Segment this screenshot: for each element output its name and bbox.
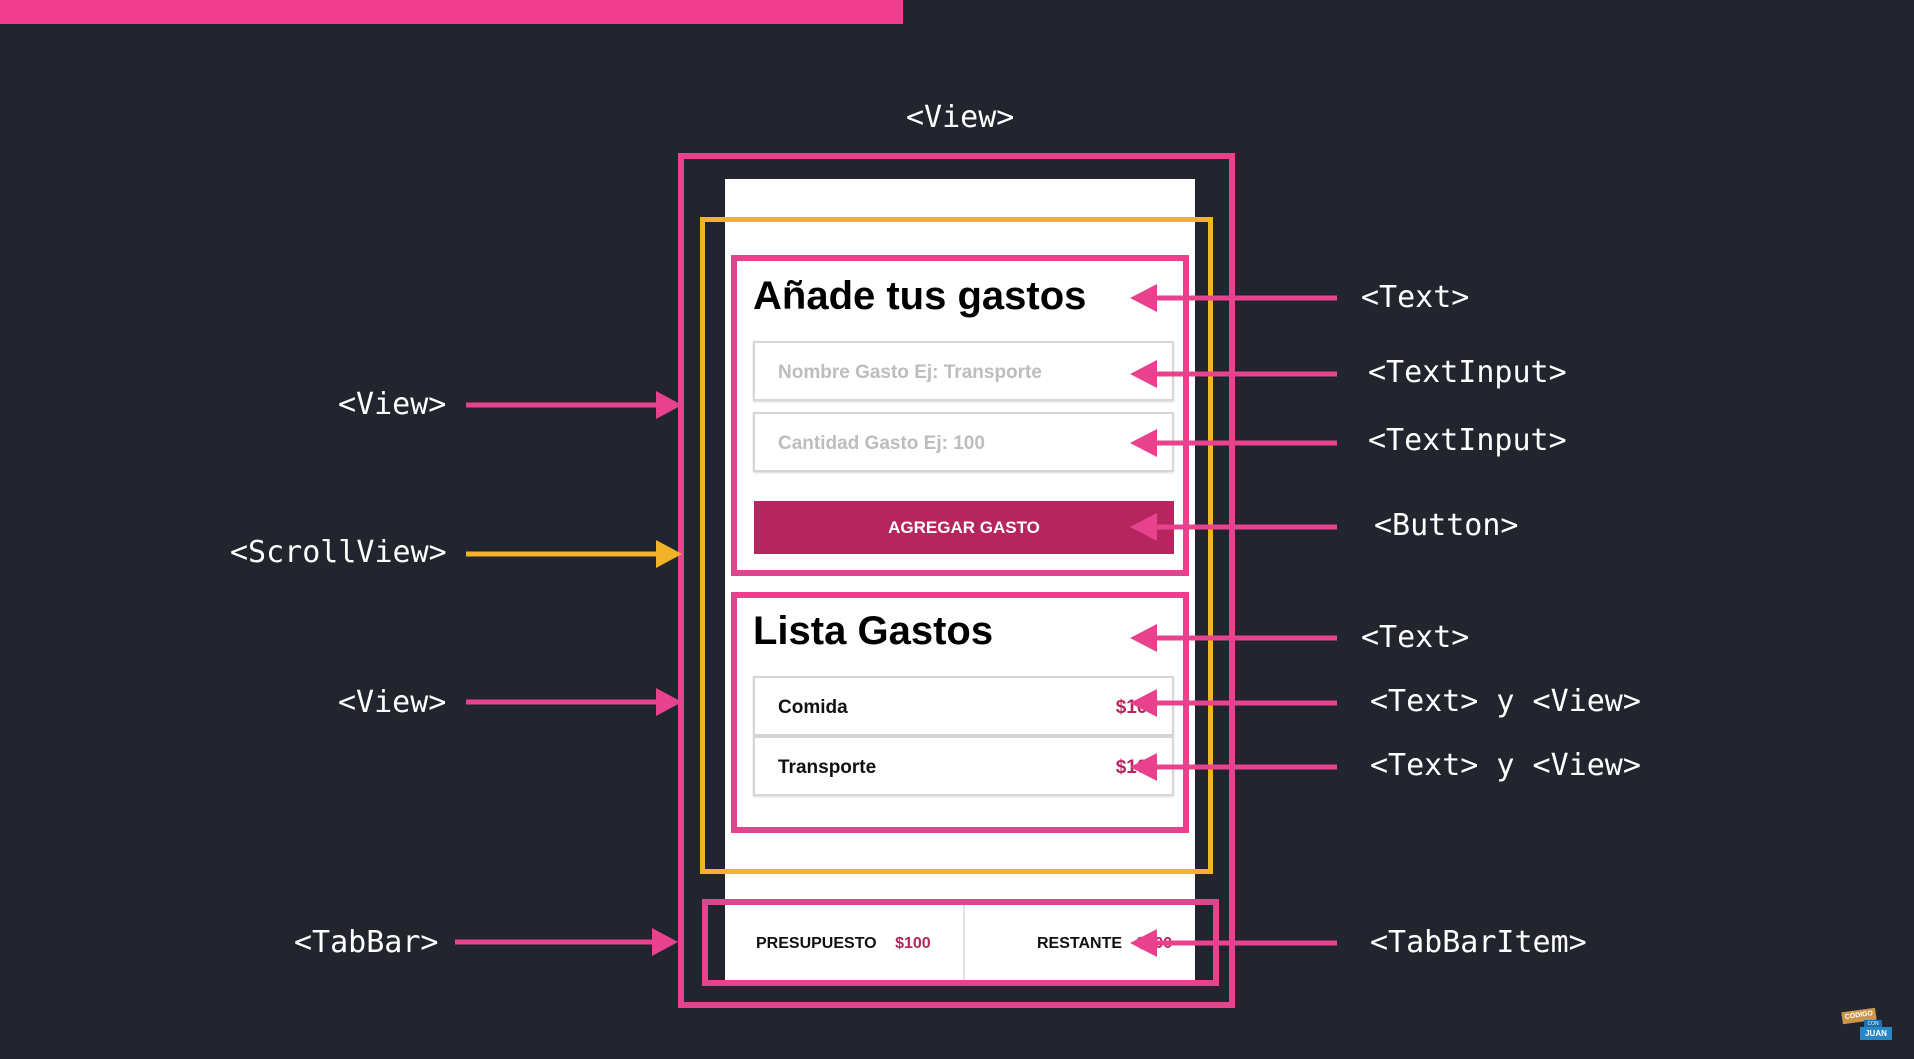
- amount-input-placeholder: Cantidad Gasto Ej: 100: [778, 433, 985, 454]
- label-right-text-1: <Text>: [1361, 280, 1470, 315]
- tab-presupuesto[interactable]: PRESUPUESTO $100: [756, 935, 931, 953]
- tab-presupuesto-value: $100: [895, 935, 931, 952]
- label-right-button: <Button>: [1374, 508, 1519, 543]
- form-view-box: [731, 255, 1189, 576]
- list-item: Comida $100: [753, 676, 1174, 736]
- tab-divider: [963, 905, 965, 980]
- label-left-scrollview: <ScrollView>: [230, 535, 447, 570]
- name-input[interactable]: Nombre Gasto Ej: Transporte: [753, 341, 1174, 401]
- label-root-view: <View>: [906, 100, 1015, 135]
- list-title: Lista Gastos: [753, 609, 994, 653]
- tab-restante-label: RESTANTE: [1037, 935, 1123, 952]
- tab-presupuesto-label: PRESUPUESTO: [756, 935, 877, 952]
- label-right-text-view-1: <Text> y <View>: [1370, 684, 1641, 719]
- list-view-box: [731, 592, 1189, 833]
- watermark-logo: CÓDIGO CON JUAN: [1841, 1007, 1894, 1042]
- name-input-placeholder: Nombre Gasto Ej: Transporte: [778, 362, 1042, 383]
- label-left-view-1: <View>: [338, 387, 447, 422]
- label-left-tabbar: <TabBar>: [294, 925, 439, 960]
- list-item: Transporte $100: [753, 736, 1174, 796]
- scrollview-box: [700, 217, 1213, 874]
- amount-input[interactable]: Cantidad Gasto Ej: 100: [753, 412, 1174, 472]
- logo-part-bottom: JUAN: [1860, 1027, 1892, 1040]
- form-title: Añade tus gastos: [753, 274, 1087, 318]
- label-left-view-2: <View>: [338, 685, 447, 720]
- top-accent-bar: [0, 0, 903, 24]
- list-item-label: Transporte: [778, 757, 877, 778]
- label-right-text-view-2: <Text> y <View>: [1370, 748, 1641, 783]
- label-right-textinput-1: <TextInput>: [1368, 355, 1567, 390]
- label-right-textinput-2: <TextInput>: [1368, 423, 1567, 458]
- phone-screen: [725, 179, 1195, 980]
- root-view-box: [678, 153, 1235, 1008]
- list-item-label: Comida: [778, 697, 848, 718]
- label-right-tabbaritem: <TabBarItem>: [1370, 925, 1587, 960]
- logo-part-middle: CON: [1864, 1020, 1882, 1028]
- add-expense-button[interactable]: AGREGAR GASTO: [754, 501, 1174, 554]
- label-right-text-2: <Text>: [1361, 620, 1470, 655]
